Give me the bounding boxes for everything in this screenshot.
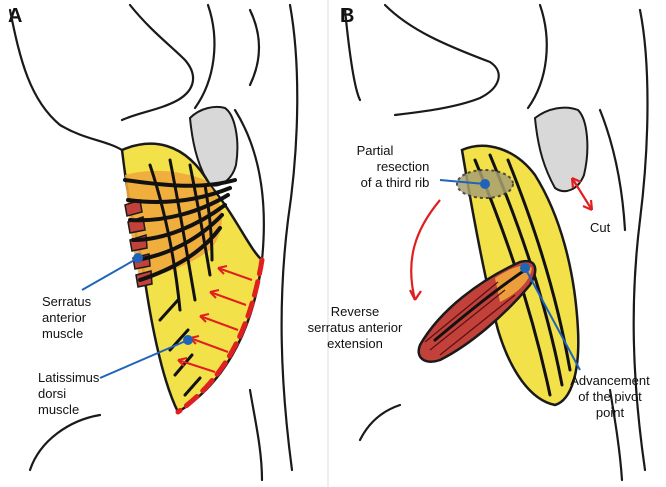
label-line: anterior [42,310,87,325]
panel-b-advance-label: Advancement of the pivot point [570,373,650,420]
label-line: dorsi [38,386,66,401]
panel-b-cut-arrow [570,176,594,212]
panel-b-partial-label: Partial resection of a third rib [357,143,430,190]
panel-b: B [308,3,650,482]
panel-a-incision-line [175,257,265,415]
panel-b-flap-fibers [424,266,530,356]
panel-a-advancement-arrows [177,265,253,373]
label-line: Latissimus [38,370,100,385]
label-line: Advancement [570,373,650,388]
label-line: muscle [42,326,83,341]
panel-b-pivot-leader [520,263,581,371]
label-line: extension [327,336,383,351]
label-line: Serratus [42,294,92,309]
panel-b-reverse-label: Reverse serratus anterior extension [308,304,403,351]
label-line: serratus anterior [308,320,403,335]
panel-a-body-outline [8,3,299,482]
label-line: resection [377,159,430,174]
panel-a-serratus-label: Serratus anterior muscle [42,294,92,341]
label-line: of the pivot [578,389,642,404]
panel-a-serratus-leader [81,253,143,291]
panel-a-axilla [188,105,239,187]
panel-b-body-outline [343,3,649,482]
panel-a-fibers [123,158,237,397]
panel-b-letter: B [340,5,354,27]
label-line: point [596,405,625,420]
panel-b-serratus-flap-tip [495,265,532,302]
label-line: Partial [357,143,394,158]
label-line: Reverse [331,304,379,319]
panel-b-axilla [533,106,589,193]
label-line: of a third rib [361,175,430,190]
panel-a-latissimus-leader [99,335,193,379]
panel-b-rib-leader [439,179,490,189]
panel-a-latissimus-label: Latissimus dorsi muscle [38,370,100,417]
label-line: muscle [38,402,79,417]
panel-b-reverse-arrow [409,199,441,301]
panel-a: A [8,3,299,482]
panel-b-cut-label: Cut [590,220,611,235]
